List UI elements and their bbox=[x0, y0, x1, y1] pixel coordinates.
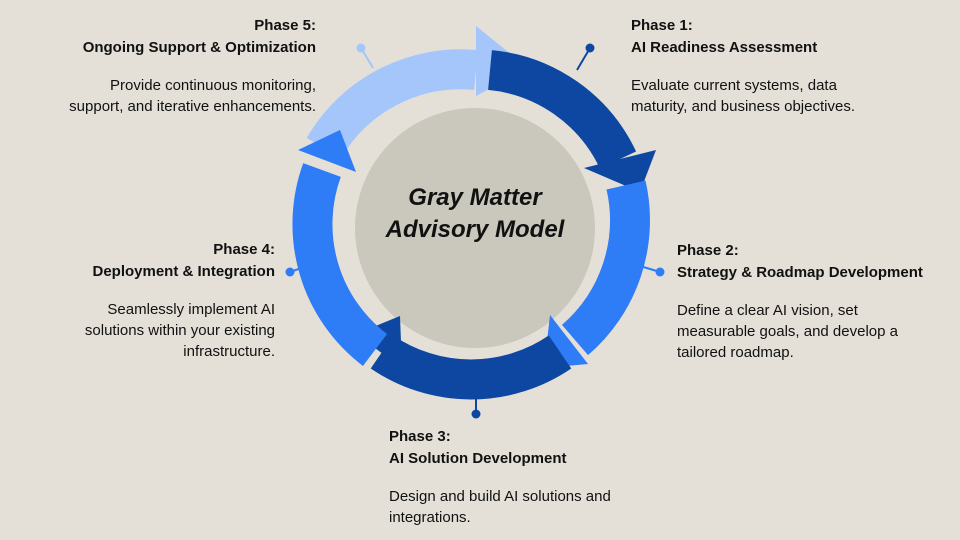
phase-2-desc-line: tailored roadmap. bbox=[677, 344, 794, 361]
connector-phase5 bbox=[356, 43, 374, 69]
connector-phase2 bbox=[639, 265, 665, 277]
title-line-2: Advisory Model bbox=[385, 216, 565, 243]
phase-1-desc-line: maturity, and business objectives. bbox=[631, 98, 855, 115]
phase-1-number: Phase 1: bbox=[631, 17, 693, 34]
phase-2-block: Phase 2: Strategy & Roadmap Development … bbox=[677, 240, 947, 363]
phase-2-number: Phase 2: bbox=[677, 242, 739, 259]
phase-4-desc-line: solutions within your existing bbox=[84, 322, 275, 339]
phase-4-number: Phase 4: bbox=[213, 241, 275, 258]
arc-phase4 bbox=[292, 163, 388, 366]
phase-5-description: Provide continuous monitoring, support, … bbox=[20, 75, 316, 117]
phase-2-description: Define a clear AI vision, set measurable… bbox=[677, 300, 947, 363]
phase-4-name: Deployment & Integration bbox=[92, 263, 275, 280]
title-line-1: Gray Matter bbox=[408, 184, 542, 211]
phase-4-desc-line: infrastructure. bbox=[183, 343, 275, 360]
phase-1-block: Phase 1: AI Readiness Assessment Evaluat… bbox=[631, 15, 931, 117]
arc-phase5 bbox=[306, 49, 478, 159]
phase-3-block: Phase 3: AI Solution Development Design … bbox=[389, 426, 689, 528]
phase-1-name: AI Readiness Assessment bbox=[631, 39, 818, 56]
phase-5-desc-line: support, and iterative enhancements. bbox=[69, 98, 316, 115]
diagram-title: Gray Matter Advisory Model bbox=[375, 182, 575, 246]
phase-3-desc-line: integrations. bbox=[389, 509, 471, 526]
phase-1-desc-line: Evaluate current systems, data bbox=[631, 77, 837, 94]
phase-4-description: Seamlessly implement AI solutions within… bbox=[20, 299, 275, 362]
arc-phase3 bbox=[370, 335, 572, 400]
arc-phase1 bbox=[487, 50, 637, 169]
phase-5-desc-line: Provide continuous monitoring, bbox=[110, 77, 316, 94]
phase-5-block: Phase 5: Ongoing Support & Optimization … bbox=[20, 15, 316, 117]
arc-phase2 bbox=[561, 180, 650, 356]
phase-4-desc-line: Seamlessly implement AI bbox=[107, 301, 275, 318]
phase-2-desc-line: measurable goals, and develop a bbox=[677, 323, 898, 340]
phase-5-name: Ongoing Support & Optimization bbox=[82, 39, 316, 56]
inner-disc bbox=[355, 108, 595, 348]
phase-4-block: Phase 4: Deployment & Integration Seamle… bbox=[20, 239, 275, 362]
phase-2-desc-line: Define a clear AI vision, set bbox=[677, 302, 858, 319]
phase-3-number: Phase 3: bbox=[389, 428, 451, 445]
connector-phase1 bbox=[576, 43, 595, 71]
phase-3-desc-line: Design and build AI solutions and bbox=[389, 488, 611, 505]
arrowhead-phase4 bbox=[298, 130, 356, 172]
phase-3-name: AI Solution Development bbox=[389, 450, 567, 467]
phase-5-number: Phase 5: bbox=[254, 17, 316, 34]
phase-2-name: Strategy & Roadmap Development bbox=[677, 264, 923, 281]
arrowhead-phase1 bbox=[584, 150, 656, 192]
phase-3-description: Design and build AI solutions and integr… bbox=[389, 486, 689, 528]
phase-1-description: Evaluate current systems, data maturity,… bbox=[631, 75, 931, 117]
